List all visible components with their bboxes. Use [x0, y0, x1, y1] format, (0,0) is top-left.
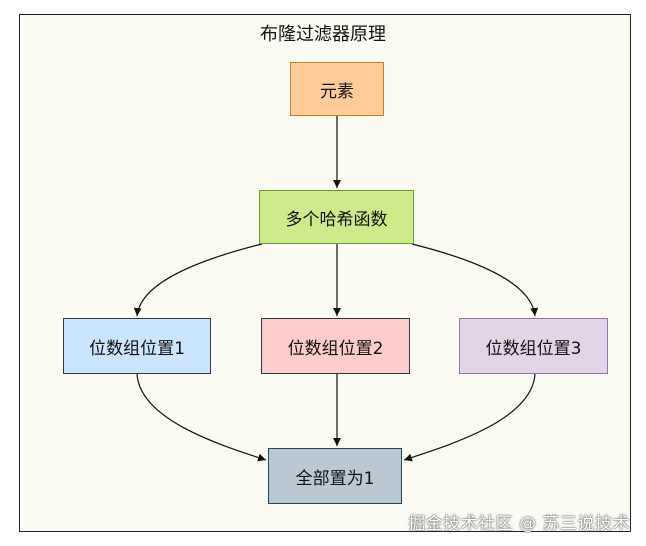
node-set-all-to-one: 全部置为1: [268, 448, 402, 504]
edge-hash-to-pos1: [133, 243, 263, 317]
node-bit-position-2: 位数组位置2: [261, 318, 410, 374]
node-bit-position-2-label: 位数组位置2: [287, 338, 384, 359]
node-set-all-to-one-label: 全部置为1: [295, 468, 375, 489]
node-bit-position-3: 位数组位置3: [459, 318, 608, 374]
node-element: 元素: [290, 62, 384, 116]
edge-pos3-to-all: [403, 373, 536, 462]
node-element-label: 元素: [320, 81, 354, 102]
node-bit-position-1-label: 位数组位置1: [89, 338, 185, 359]
node-bit-position-1: 位数组位置1: [63, 318, 211, 374]
node-bit-position-3-label: 位数组位置3: [485, 338, 582, 359]
edge-pos1-to-all: [136, 373, 267, 462]
diagram-title: 布隆过滤器原理: [260, 24, 386, 45]
node-hash-functions: 多个哈希函数: [259, 190, 414, 244]
edge-hash-to-pos3: [411, 243, 539, 317]
node-hash-functions-label: 多个哈希函数: [285, 209, 388, 230]
watermark: 掘金技术社区 @ 苏三说技术: [408, 514, 630, 534]
